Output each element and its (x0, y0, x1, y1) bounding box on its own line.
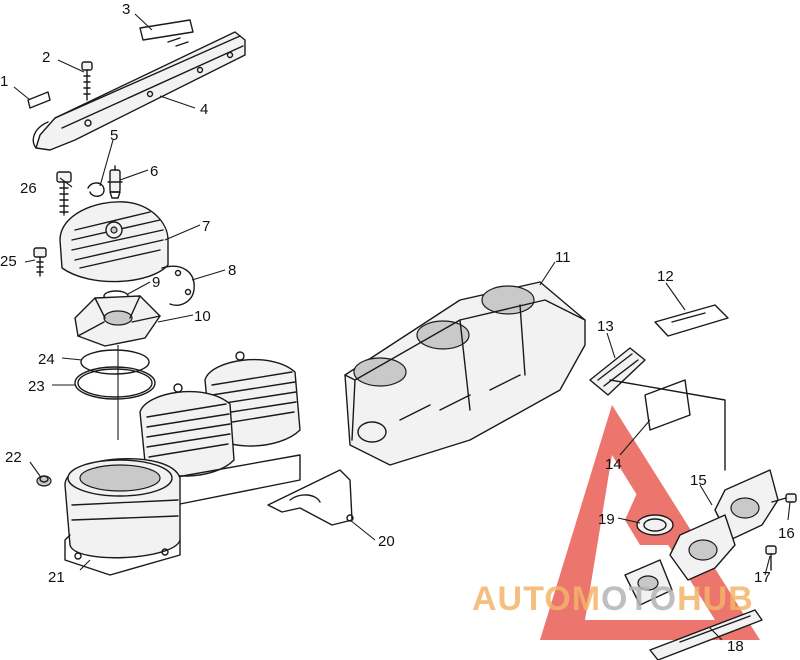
gasket-stack-lower (624, 559, 673, 606)
part-22-nut (36, 475, 52, 487)
callout-20: 20 (378, 533, 395, 550)
callout-17: 17 (754, 569, 771, 586)
watermark-triangle (540, 405, 760, 640)
part-26-bolt (56, 171, 72, 216)
watermark-text: AUTOMOTOHUB (472, 580, 754, 618)
part-1-label-strip (27, 91, 51, 109)
callout-26: 26 (20, 180, 37, 197)
callout-7: 7 (202, 218, 210, 235)
part-2-screw (81, 61, 93, 101)
part-18-strip (649, 609, 763, 660)
part-13-reed-valve (589, 347, 646, 396)
part-3-label-strip (139, 19, 194, 47)
watermark-text-part2: OTO (601, 580, 677, 618)
callout-15: 15 (690, 472, 707, 489)
part-19-gasket (636, 514, 674, 536)
part-5-clip (87, 182, 105, 197)
callout-21: 21 (48, 569, 65, 586)
part-17-bolt (765, 545, 777, 571)
part-25-bolt (33, 247, 47, 277)
leader-lines (13, 13, 791, 641)
callout-2: 2 (42, 49, 50, 66)
callout-10: 10 (194, 308, 211, 325)
part-24-o-ring (80, 349, 150, 375)
part-12-decal (654, 304, 729, 337)
callout-18: 18 (727, 638, 744, 655)
callout-8: 8 (228, 262, 236, 279)
callout-9: 9 (152, 274, 160, 291)
part-23-o-ring (74, 366, 156, 400)
callout-6: 6 (150, 163, 158, 180)
part-14-intake-spacer (609, 379, 726, 471)
callout-5: 5 (110, 127, 118, 144)
part-11-crankcase (344, 281, 586, 466)
part-16-bolt (771, 493, 797, 503)
cylinder-block-upper-fins (139, 351, 301, 506)
callout-4: 4 (200, 101, 208, 118)
callout-23: 23 (28, 378, 45, 395)
part-15-intake-manifold (669, 469, 779, 581)
part-21-cylinder (64, 458, 181, 576)
callout-16: 16 (778, 525, 795, 542)
callout-3: 3 (122, 1, 130, 18)
watermark-text-part1: AUTOM (472, 580, 601, 618)
part-4-exhaust-rail (32, 31, 246, 151)
part-7-cylinder-head (59, 201, 169, 283)
callout-13: 13 (597, 318, 614, 335)
callout-12: 12 (657, 268, 674, 285)
part-10-head-cover (74, 295, 161, 347)
callout-1: 1 (0, 73, 8, 90)
callout-22: 22 (5, 449, 22, 466)
callout-19: 19 (598, 511, 615, 528)
callout-25: 25 (0, 253, 17, 270)
callout-11: 11 (555, 249, 571, 266)
part-20-gasket (267, 469, 354, 526)
callout-24: 24 (38, 351, 55, 368)
part-8-head-gasket (161, 265, 195, 306)
watermark-text-part3: HUB (677, 580, 754, 618)
callout-14: 14 (605, 456, 622, 473)
